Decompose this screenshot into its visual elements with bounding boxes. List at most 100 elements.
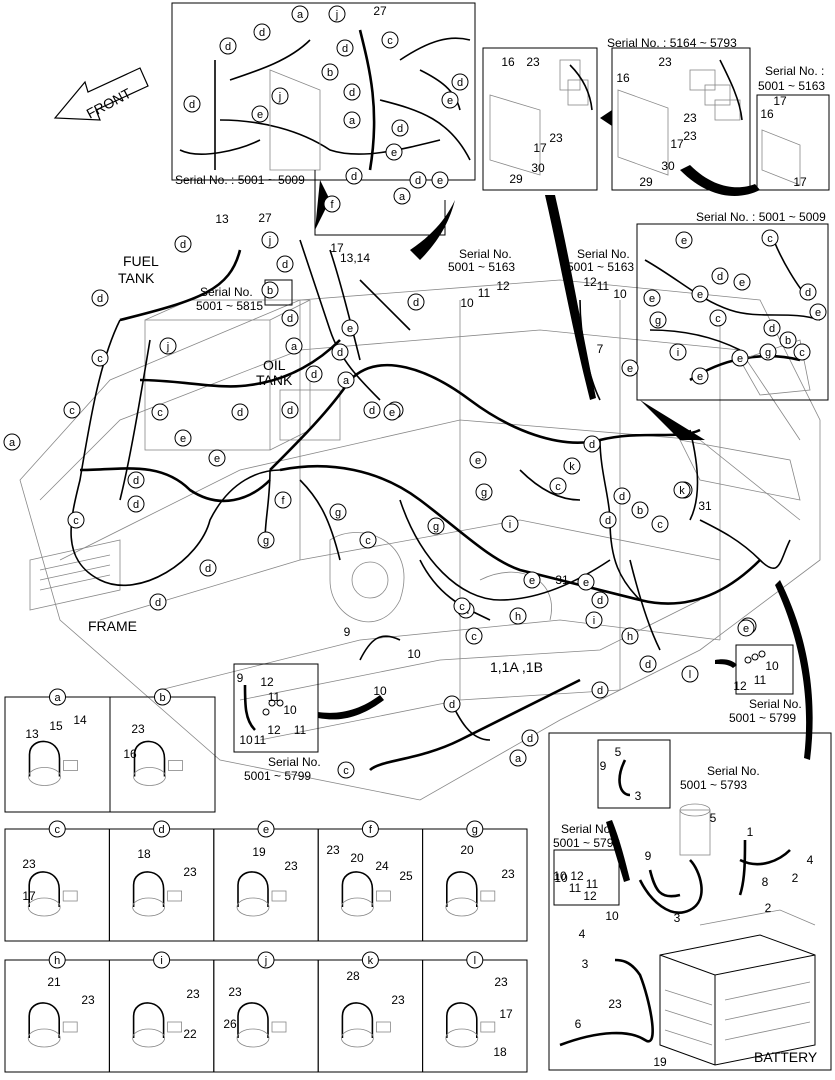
svg-text:d: d: [457, 77, 463, 89]
detail-letter: c: [54, 824, 60, 836]
svg-text:d: d: [155, 597, 161, 609]
svg-text:e: e: [214, 453, 220, 465]
svg-text:g: g: [263, 535, 269, 547]
part-number: 23: [501, 867, 515, 881]
callout-a: a: [337, 371, 355, 389]
svg-text:e: e: [697, 289, 703, 301]
serial-label: Serial No.: [459, 247, 512, 261]
svg-text:a: a: [9, 437, 16, 449]
part-number: 28: [346, 969, 360, 983]
part-number: 18: [137, 847, 151, 861]
part-number: 18: [493, 1045, 507, 1059]
part-number: 12: [583, 275, 597, 289]
callout-h: h: [621, 627, 639, 645]
svg-text:h: h: [627, 631, 633, 643]
svg-text:c: c: [767, 233, 773, 245]
callout-a: a: [285, 337, 303, 355]
part-number: 1: [747, 825, 754, 839]
svg-text:g: g: [433, 521, 439, 533]
callout-c: c: [549, 477, 567, 495]
svg-text:d: d: [180, 239, 186, 251]
part-number: 20: [350, 851, 364, 865]
callout-d: d: [199, 559, 217, 577]
callout-d: d: [799, 283, 817, 301]
callout-c: c: [67, 511, 85, 529]
callout-d: d: [763, 319, 781, 337]
callout-d: d: [451, 73, 469, 91]
part-number: 23: [326, 843, 340, 857]
callout-g: g: [427, 517, 445, 535]
part-number: 23: [81, 993, 95, 1007]
part-number: 4: [807, 853, 814, 867]
detail-letter: a: [54, 692, 61, 704]
callout-e: e: [251, 105, 269, 123]
part-number: 11: [597, 279, 610, 293]
part-number: 17: [330, 241, 344, 255]
callout-d: d: [409, 171, 427, 189]
svg-text:d: d: [717, 271, 723, 283]
svg-text:d: d: [619, 491, 625, 503]
callout-g: g: [475, 483, 493, 501]
callout-d: d: [91, 289, 109, 307]
svg-text:e: e: [739, 277, 745, 289]
callout-e: e: [441, 91, 459, 109]
part-number: 19: [252, 845, 266, 859]
part-number: 6: [575, 1017, 582, 1031]
svg-text:e: e: [347, 323, 353, 335]
svg-text:k: k: [569, 461, 575, 473]
part-number: 23: [549, 131, 563, 145]
serial-label: Serial No. : 5001 ~ 5009: [175, 173, 305, 187]
part-number: 13: [215, 212, 229, 226]
svg-text:h: h: [515, 611, 521, 623]
inset-right-mid: Serial No. : 5001 ~ 5009: [636, 210, 829, 401]
callout-e: e: [341, 319, 359, 337]
svg-text:f: f: [330, 199, 334, 211]
callout-d: d: [407, 293, 425, 311]
inset-pointer-6: [318, 695, 384, 720]
callout-b: b: [261, 281, 279, 299]
fuel-tank-label: TANK: [118, 270, 155, 286]
component-labels: FUEL TANK OIL TANK FRAME 1,1A ,1B: [88, 253, 543, 675]
callout-d: d: [583, 435, 601, 453]
callout-e: e: [691, 285, 709, 303]
callout-d: d: [363, 401, 381, 419]
part-number: 23: [183, 865, 197, 879]
callout-d: d: [183, 95, 201, 113]
inset-bolts-left: Serial No. 5001 ~ 5799: [233, 663, 321, 783]
part-number: 12: [570, 869, 584, 883]
detail-letter: g: [472, 824, 478, 836]
serial-label: 5001 ~ 5163: [567, 260, 634, 274]
callout-e: e: [383, 403, 401, 421]
callout-c: c: [761, 229, 779, 247]
part-number: 3: [582, 957, 589, 971]
svg-text:l: l: [689, 669, 691, 681]
svg-text:c: c: [555, 481, 561, 493]
serial-label: 5001 ~ 5799: [729, 711, 796, 725]
svg-text:d: d: [413, 297, 419, 309]
part-number: 23: [658, 55, 672, 69]
part-number: 9: [600, 759, 607, 773]
svg-text:i: i: [677, 347, 679, 359]
callout-j: j: [261, 231, 279, 249]
inset-top-left: Serial No. : 5001 ~ 5009: [171, 2, 476, 187]
part-number: 11: [754, 673, 767, 687]
svg-text:d: d: [351, 171, 357, 183]
svg-text:e: e: [649, 293, 655, 305]
frame-label: FRAME: [88, 618, 137, 634]
svg-text:a: a: [297, 9, 304, 21]
svg-text:c: c: [715, 313, 721, 325]
battery-label: BATTERY: [754, 1049, 818, 1065]
part-number: 12: [267, 723, 281, 737]
part-number: 23: [683, 129, 697, 143]
callout-j: j: [328, 5, 346, 23]
callout-k: k: [563, 457, 581, 475]
svg-text:c: c: [387, 35, 393, 47]
svg-text:d: d: [97, 293, 103, 305]
detail-letter: i: [160, 955, 162, 967]
callout-d: d: [281, 309, 299, 327]
callout-e: e: [643, 289, 661, 307]
part-number: 10: [283, 703, 297, 717]
